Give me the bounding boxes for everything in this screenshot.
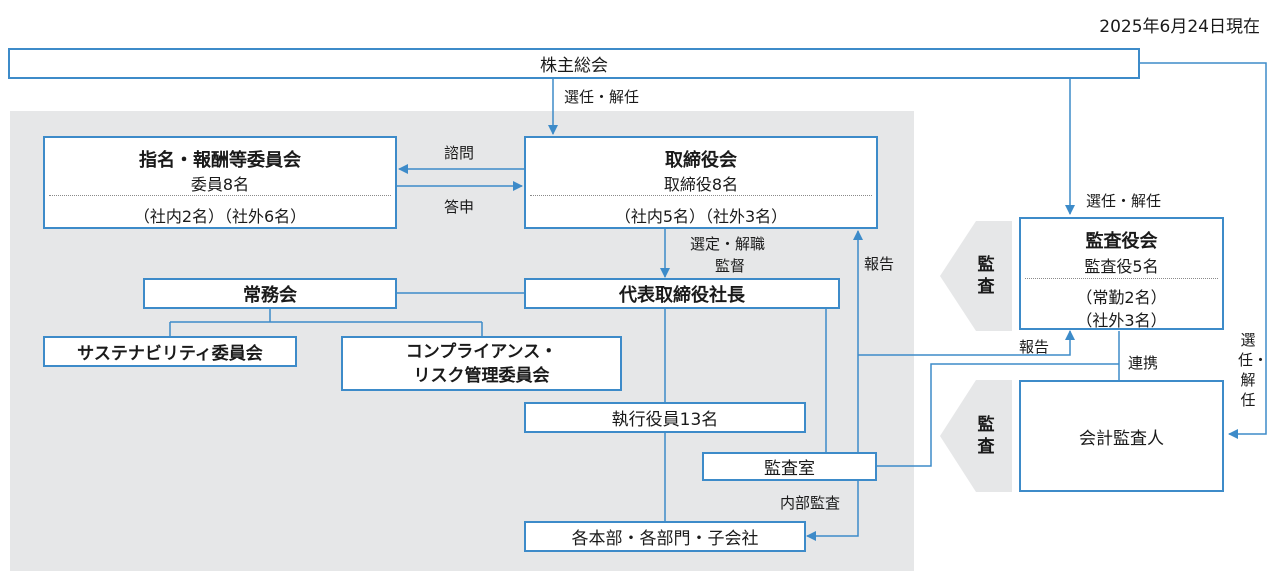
board-of-directors-box: 取締役会 取締役8名 （社内5名）（社外3名） <box>524 136 878 229</box>
elect-dismiss-label-accounting-auditor: 選任・解任 <box>1238 331 1269 409</box>
compliance-committee-line1: コンプライアンス・ <box>405 341 558 362</box>
audit-board-box: 監査役会 監査役5名 （常勤2名） （社外3名） <box>1019 217 1224 330</box>
divider <box>49 195 391 196</box>
board-breakdown: （社内5名）（社外3名） <box>614 207 788 226</box>
compliance-risk-committee-box: コンプライアンス・ リスク管理委員会 <box>341 336 622 391</box>
shareholders-meeting-label: 株主総会 <box>540 56 608 76</box>
management-council-label: 常務会 <box>243 284 297 306</box>
cooperation-label: 連携 <box>1128 354 1159 372</box>
sustainability-committee-label: サステナビリティ委員会 <box>77 344 263 364</box>
audit-chevron-accounting-auditor <box>940 380 1012 492</box>
audit-board-members: 監査役5名 <box>1084 257 1159 276</box>
nomination-committee-members: 委員8名 <box>190 175 250 194</box>
nomination-committee-title: 指名・報酬等委員会 <box>139 150 301 171</box>
select-dismiss-label: 選定・解職 <box>690 235 766 253</box>
shareholders-meeting-box: 株主総会 <box>8 48 1140 79</box>
president-box: 代表取締役社長 <box>524 278 840 309</box>
report-back-label: 答申 <box>444 198 475 216</box>
management-council-box: 常務会 <box>143 278 397 309</box>
internal-audit-label: 内部監査 <box>780 494 841 512</box>
as-of-date: 2025年6月24日現在 <box>1099 17 1260 37</box>
elect-dismiss-label-board: 選任・解任 <box>564 88 640 106</box>
nomination-committee-box: 指名・報酬等委員会 委員8名 （社内2名）（社外6名） <box>43 136 397 229</box>
report-label-board: 報告 <box>864 255 895 273</box>
audit-board-title: 監査役会 <box>1085 231 1158 252</box>
supervise-label: 監督 <box>715 257 746 275</box>
compliance-committee-line2: リスク管理委員会 <box>413 365 550 386</box>
sustainability-committee-box: サステナビリティ委員会 <box>43 336 297 367</box>
audit-board-full-time: （常勤2名） <box>1076 288 1167 307</box>
board-title: 取締役会 <box>665 150 737 171</box>
board-members: 取締役8名 <box>663 175 739 194</box>
executive-officers-box: 執行役員13名 <box>524 402 806 433</box>
divisions-box: 各本部・各部門・子会社 <box>524 521 806 552</box>
accounting-auditor-box: 会計監査人 <box>1019 380 1224 492</box>
audit-office-box: 監査室 <box>702 452 877 481</box>
audit-office-label: 監査室 <box>764 459 815 479</box>
divider <box>1025 278 1218 279</box>
audit-chevron-audit-board <box>940 221 1012 331</box>
divider <box>530 195 872 196</box>
nomination-committee-breakdown: （社内2名）（社外6名） <box>133 207 307 226</box>
consult-label: 諮問 <box>444 144 475 162</box>
audit-label-accounting-auditor: 監査 <box>977 415 995 457</box>
accounting-auditor-label: 会計監査人 <box>1079 428 1164 449</box>
audit-label-audit-board: 監査 <box>977 255 995 297</box>
president-label: 代表取締役社長 <box>619 284 745 306</box>
report-label-audit-board: 報告 <box>1019 338 1050 356</box>
executive-officers-label: 執行役員13名 <box>611 410 719 430</box>
audit-board-outside: （社外3名） <box>1076 311 1167 330</box>
elect-dismiss-label-audit-board: 選任・解任 <box>1086 192 1162 210</box>
divisions-label: 各本部・各部門・子会社 <box>571 529 759 549</box>
